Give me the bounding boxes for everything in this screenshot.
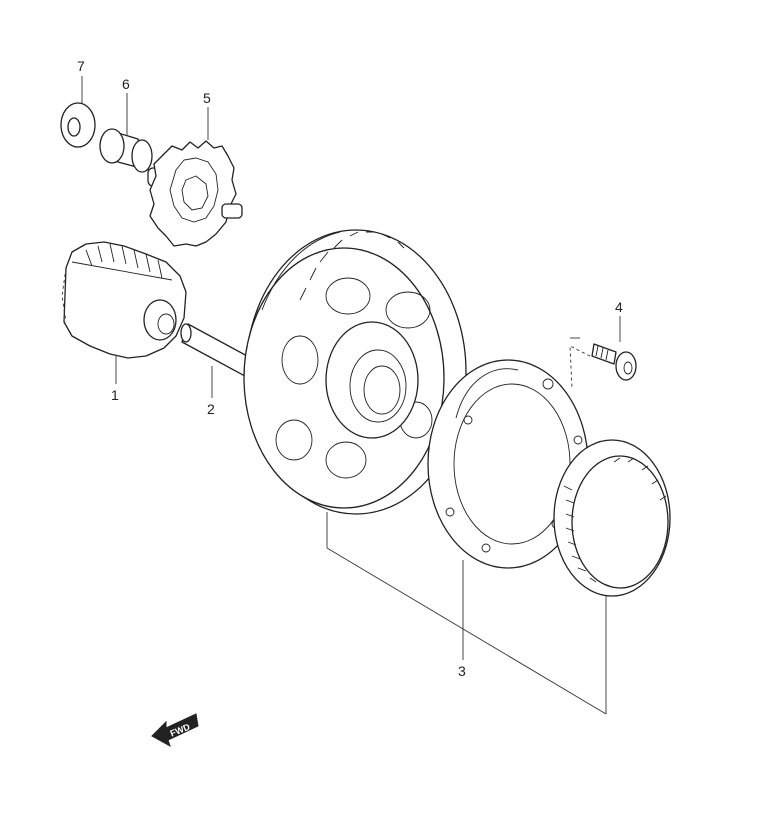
starter-driven-gear	[243, 229, 467, 548]
part-5-idle-gear	[147, 107, 243, 247]
part-7-washer	[60, 76, 96, 148]
callout-6: 6	[122, 76, 130, 92]
part-1-gear	[61, 241, 187, 384]
callout-3: 3	[458, 663, 466, 679]
callout-4: 4	[615, 299, 623, 315]
part-4-bolt	[569, 316, 637, 389]
part-6-bushing	[99, 93, 153, 173]
callout-7: 7	[77, 58, 85, 74]
assembly-bracket	[326, 547, 607, 715]
fwd-arrow-icon: FWD	[151, 713, 199, 748]
one-way-clutch	[553, 439, 671, 714]
callout-2: 2	[207, 401, 215, 417]
callout-1: 1	[111, 387, 119, 403]
fwd-label: FWD	[169, 721, 192, 738]
callout-5: 5	[203, 90, 211, 106]
